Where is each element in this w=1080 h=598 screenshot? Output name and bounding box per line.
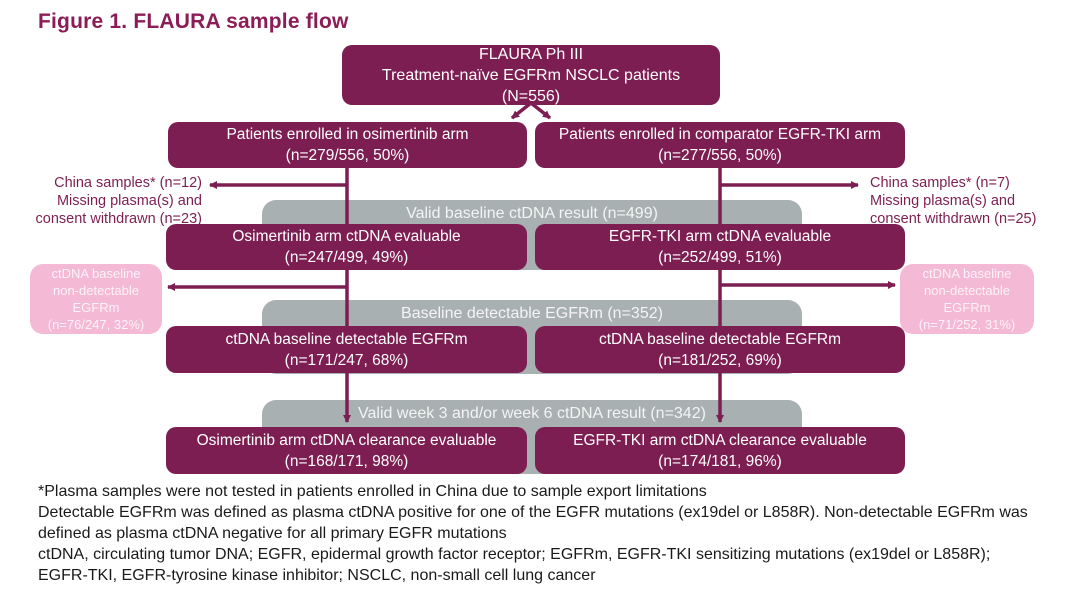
box-nondetectable-left: ctDNA baseline non-detectable EGFRm (n=7… [30, 264, 162, 334]
clearance-osimertinib-line-2: (n=168/171, 98%) [284, 452, 409, 470]
box-detectable-right: ctDNA baseline detectable EGFRm (n=181/2… [535, 326, 905, 373]
nondetect-right-line-2: non-detectable [923, 283, 1010, 298]
exclusion-note-right: China samples* (n=7) Missing plasma(s) a… [870, 174, 1070, 228]
nondetect-left-line-2: non-detectable [52, 283, 139, 298]
osimertinib-evaluable-line-2: (n=247/499, 49%) [284, 249, 409, 266]
figure-title: Figure 1. FLAURA sample flow [38, 10, 349, 33]
footnotes: *Plasma samples were not tested in patie… [38, 481, 1043, 586]
egfr-tki-evaluable-line-2: (n=252/499, 51%) [658, 249, 782, 266]
box-egfr-tki-evaluable: EGFR-TKI arm ctDNA evaluable (n=252/499,… [535, 224, 905, 270]
clearance-egfr-tki-line-2: (n=174/181, 96%) [658, 452, 782, 470]
detectable-right-line-1: ctDNA baseline detectable EGFRm [598, 330, 842, 348]
box-detectable-left: ctDNA baseline detectable EGFRm (n=171/2… [166, 326, 527, 373]
enrolled-comparator-line-1: Patients enrolled in comparator EGFR-TKI… [558, 126, 882, 143]
exclusion-right-line-1: China samples* (n=7) [870, 175, 1010, 191]
exclusion-note-left: China samples* (n=12) Missing plasma(s) … [18, 174, 202, 228]
enrolled-osimertinib-line-1: Patients enrolled in osimertinib arm [226, 126, 469, 143]
footnote-detectable-definition: Detectable EGFRm was defined as plasma c… [38, 504, 1028, 542]
fork-arrow-right [529, 101, 552, 120]
detectable-left-line-1: ctDNA baseline detectable EGFRm [225, 330, 468, 348]
box-osimertinib-evaluable: Osimertinib arm ctDNA evaluable (n=247/4… [166, 224, 527, 270]
clearance-osimertinib-line-1: Osimertinib arm ctDNA clearance evaluabl… [196, 431, 497, 449]
root-line-3: (N=556) [501, 87, 561, 105]
nondetect-right-line-4: (n=71/252, 31%) [918, 317, 1016, 332]
box-clearance-egfr-tki: EGFR-TKI arm ctDNA clearance evaluable (… [535, 427, 905, 474]
footnote-plasma: *Plasma samples were not tested in patie… [38, 483, 707, 500]
enrolled-comparator-line-2: (n=277/556, 50%) [658, 147, 782, 164]
nondetect-left-line-4: (n=76/247, 32%) [47, 317, 145, 332]
box-flaura-root: FLAURA Ph III Treatment-naïve EGFRm NSCL… [342, 45, 720, 105]
box-enrolled-comparator: Patients enrolled in comparator EGFR-TKI… [535, 122, 905, 168]
nondetect-right-line-3: EGFRm [943, 300, 991, 315]
nondetect-left-line-3: EGFRm [72, 300, 120, 315]
detectable-right-line-2: (n=181/252, 69%) [658, 351, 782, 369]
root-line-2: Treatment-naïve EGFRm NSCLC patients [381, 66, 681, 84]
box-clearance-osimertinib: Osimertinib arm ctDNA clearance evaluabl… [166, 427, 527, 474]
egfr-tki-evaluable-line-1: EGFR-TKI arm ctDNA evaluable [608, 228, 832, 245]
box-nondetectable-right: ctDNA baseline non-detectable EGFRm (n=7… [900, 264, 1034, 334]
box-enrolled-osimertinib: Patients enrolled in osimertinib arm (n=… [168, 122, 527, 168]
root-line-1: FLAURA Ph III [478, 45, 584, 63]
exclusion-right-line-3: consent withdrawn (n=25) [870, 211, 1037, 227]
band-valid-baseline-label: Valid baseline ctDNA result (n=499) [406, 205, 658, 222]
enrolled-osimertinib-line-2: (n=279/556, 50%) [285, 147, 410, 164]
exclusion-right-line-2: Missing plasma(s) and [870, 193, 1016, 209]
nondetect-left-line-1: ctDNA baseline [51, 266, 141, 281]
osimertinib-evaluable-line-1: Osimertinib arm ctDNA evaluable [232, 228, 461, 245]
exclusion-left-line-2: Missing plasma(s) and [56, 193, 202, 209]
exclusion-left-line-3: consent withdrawn (n=23) [35, 211, 202, 227]
footnote-abbreviations: ctDNA, circulating tumor DNA; EGFR, epid… [38, 546, 991, 584]
clearance-egfr-tki-line-1: EGFR-TKI arm ctDNA clearance evaluable [573, 431, 867, 449]
detectable-left-line-2: (n=171/247, 68%) [284, 351, 409, 369]
exclusion-left-line-1: China samples* (n=12) [54, 175, 202, 191]
band-baseline-detectable-label: Baseline detectable EGFRm (n=352) [401, 305, 663, 322]
band-valid-week-label: Valid week 3 and/or week 6 ctDNA result … [358, 405, 706, 422]
nondetect-right-line-1: ctDNA baseline [922, 266, 1012, 281]
fork-arrow-left [510, 101, 533, 120]
